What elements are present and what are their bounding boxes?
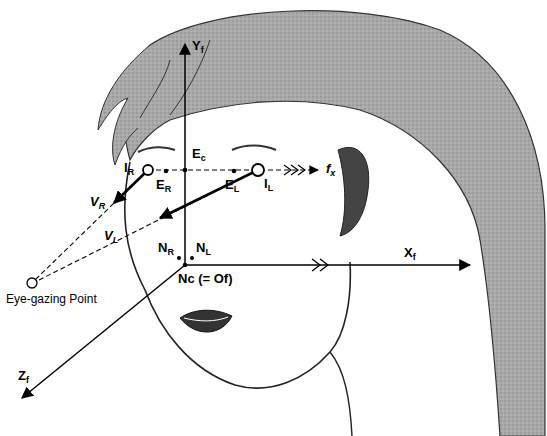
axis-label: NL [196, 240, 211, 257]
axis-label: Zf [18, 368, 29, 385]
axis-label: IR [124, 160, 134, 177]
axis-label: Ec [192, 146, 206, 163]
axis-label: EL [225, 177, 239, 194]
axis-label: NR [158, 240, 174, 257]
axis-label: Xf [404, 245, 416, 262]
axis-label: ER [156, 177, 171, 194]
axis-label: VL [104, 228, 118, 245]
axis-label: Nc (= Of) [178, 271, 233, 286]
axis-label: fx [326, 161, 335, 178]
axis-label: VR [90, 194, 105, 211]
axis-label: Yf [192, 38, 204, 55]
point-label: Eye-gazing Point [6, 292, 97, 307]
axis-label: IL [264, 176, 273, 193]
